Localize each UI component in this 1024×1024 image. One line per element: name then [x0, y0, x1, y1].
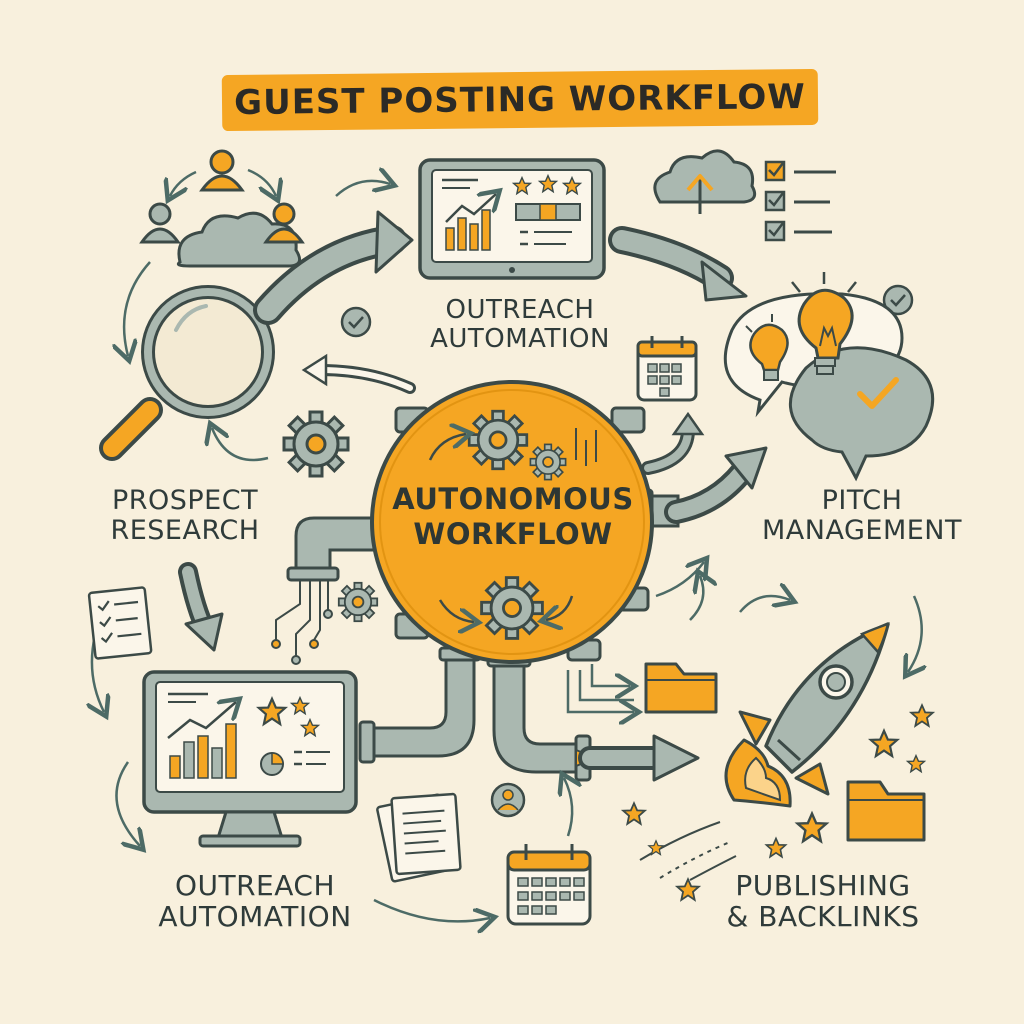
gear-icon	[282, 410, 350, 478]
calendar-icon	[636, 336, 698, 402]
autonomous-hub	[370, 380, 654, 664]
check-circle-icon	[340, 306, 372, 338]
stage-label-line: PROSPECT	[111, 485, 259, 516]
folder-icon	[846, 780, 926, 842]
people-cloud-icon	[139, 149, 305, 268]
gear-icon	[337, 581, 379, 623]
rocket-icon	[724, 622, 890, 808]
check-circle-icon	[882, 284, 914, 316]
lightbulb-icon	[745, 314, 789, 381]
arrow-icon	[335, 181, 390, 197]
stage-label-line: RESEARCH	[110, 515, 260, 547]
stage-label-prospect: PROSPECT RESEARCH	[96, 485, 274, 547]
arrow-icon	[124, 261, 151, 356]
speech-bubble-icon	[723, 292, 935, 482]
flow-lines	[566, 562, 922, 712]
arrow-icon	[373, 898, 490, 921]
arrow-icon	[564, 778, 572, 837]
arrow-icon	[212, 428, 269, 462]
center-label-line1: AUTONOMOUS	[392, 482, 634, 516]
arrow-icon	[115, 761, 140, 846]
document-icon	[376, 792, 462, 883]
monitor-chart-icon	[418, 158, 606, 280]
user-circle-icon	[490, 782, 526, 818]
checklist-icon	[764, 160, 836, 242]
circuit-lines	[271, 580, 333, 665]
cloud-upload-icon	[653, 149, 757, 214]
stage-label-line: OUTREACH	[174, 869, 336, 902]
stage-label-line: OUTREACH	[445, 295, 595, 325]
stage-label-line: PUBLISHING	[735, 869, 911, 902]
center-label-line2: WORKFLOW	[413, 516, 613, 551]
folder-icon	[644, 662, 718, 714]
monitor-chart-icon	[142, 670, 358, 848]
motion-lines	[639, 821, 737, 881]
checklist-icon	[87, 586, 153, 660]
calendar-icon	[506, 844, 592, 926]
stage-label-outreach-bottom: OUTREACH AUTOMATION	[140, 870, 370, 933]
stage-label-line: & BACKLINKS	[726, 900, 920, 934]
stage-label-line: MANAGEMENT	[762, 515, 962, 547]
stage-label-line: PITCH	[821, 485, 903, 516]
magnifier-icon	[99, 285, 275, 461]
stage-label-line: AUTOMATION	[158, 900, 352, 934]
stage-label-pitch: PITCH MANAGEMENT	[752, 485, 972, 547]
center-label: AUTONOMOUS WORKFLOW	[378, 482, 648, 552]
lightbulb-icon	[791, 272, 857, 375]
title-banner: GUEST POSTING WORKFLOW	[221, 68, 819, 132]
diagram-title: GUEST POSTING WORKFLOW	[233, 77, 807, 123]
stage-label-line: AUTOMATION	[430, 324, 610, 355]
stage-label-publishing: PUBLISHING & BACKLINKS	[706, 870, 940, 933]
stage-label-outreach-top: OUTREACH AUTOMATION	[420, 295, 620, 355]
